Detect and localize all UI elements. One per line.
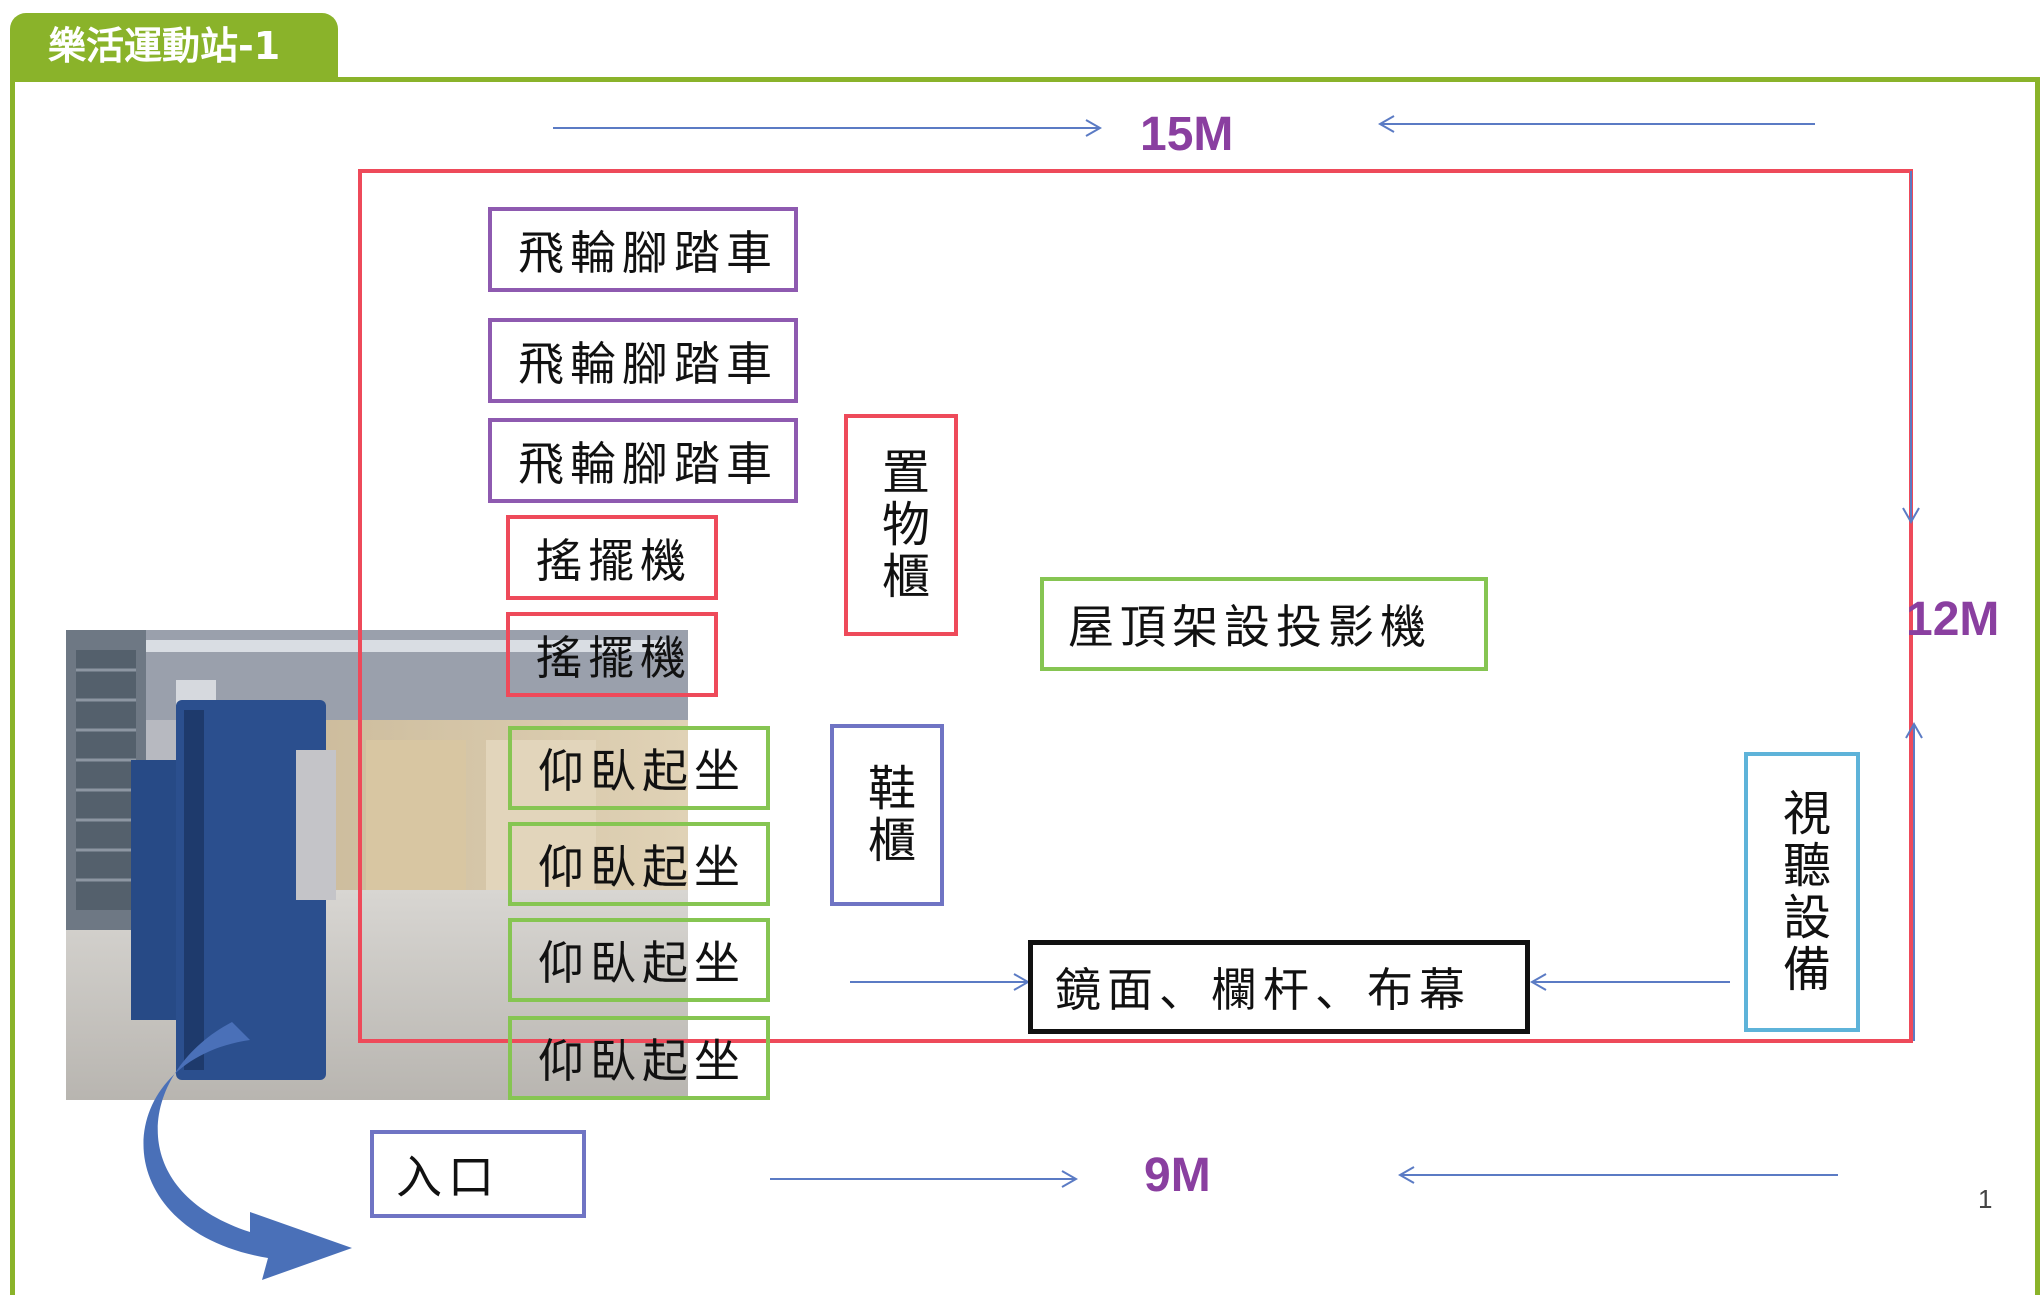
av-equipment-label: 視聽設備: [1774, 788, 1830, 996]
entrance-arrow: [143, 1022, 352, 1280]
page-title: 樂活運動站-1: [48, 24, 281, 68]
page-number: 1: [1978, 1184, 1993, 1214]
situp-label: 仰臥起坐: [538, 1034, 746, 1088]
bike-box-1: 飛輪腳踏車: [488, 207, 798, 292]
dim-right-label: 12M: [1906, 593, 2000, 646]
situp-label: 仰臥起坐: [538, 936, 746, 990]
situp-box-2: 仰臥起坐: [508, 822, 770, 906]
bike-label: 飛輪腳踏車: [518, 436, 778, 491]
entrance-box: 入口: [370, 1130, 586, 1218]
entrance-label: 入口: [396, 1150, 500, 1204]
projector-label: 屋頂架設投影機: [1068, 600, 1432, 654]
page-title-tab: 樂活運動站-1: [10, 13, 338, 79]
projector-box: 屋頂架設投影機: [1040, 577, 1488, 671]
storage-cabinet-box: 置物櫃: [844, 414, 958, 636]
dim-top-label: 15M: [1140, 108, 1234, 161]
shoe-cabinet-label: 鞋櫃: [859, 763, 915, 867]
bike-box-3: 飛輪腳踏車: [488, 418, 798, 503]
rower-box-2: 搖擺機: [506, 612, 718, 697]
mirror-barre-curtain-box: 鏡面、欄杆、布幕: [1028, 940, 1530, 1034]
situp-label: 仰臥起坐: [538, 744, 746, 798]
av-equipment-box: 視聽設備: [1744, 752, 1860, 1032]
situp-label: 仰臥起坐: [538, 840, 746, 894]
room-photo: [66, 630, 688, 1100]
bike-label: 飛輪腳踏車: [518, 336, 778, 391]
storage-cabinet-label: 置物櫃: [873, 447, 929, 603]
rower-box-1: 搖擺機: [506, 515, 718, 600]
situp-box-3: 仰臥起坐: [508, 918, 770, 1002]
room-outline: [358, 169, 1913, 1043]
rower-label: 搖擺機: [536, 533, 692, 588]
dim-bottom-label: 9M: [1144, 1149, 1211, 1202]
rower-label: 搖擺機: [536, 630, 692, 685]
situp-box-4: 仰臥起坐: [508, 1016, 770, 1100]
situp-box-1: 仰臥起坐: [508, 726, 770, 810]
bike-label: 飛輪腳踏車: [518, 225, 778, 280]
shoe-cabinet-box: 鞋櫃: [830, 724, 944, 906]
bike-box-2: 飛輪腳踏車: [488, 318, 798, 403]
mirror-barre-curtain-label: 鏡面、欄杆、布幕: [1055, 963, 1471, 1017]
